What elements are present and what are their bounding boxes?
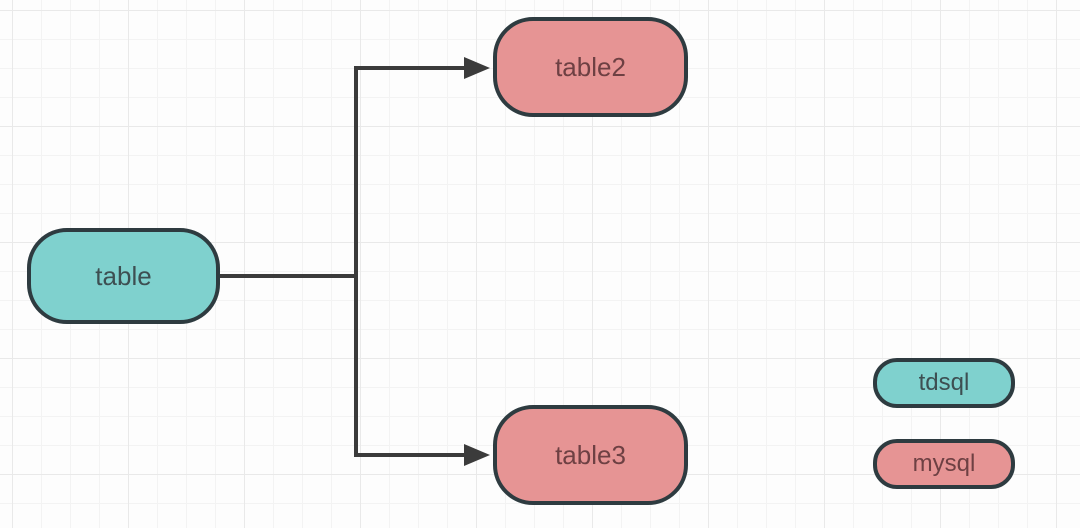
legend-tdsql: tdsql xyxy=(873,358,1015,408)
node-table2-label: table2 xyxy=(555,51,626,82)
node-table3: table3 xyxy=(493,405,688,505)
node-table-label: table xyxy=(95,260,152,291)
node-table3-label: table3 xyxy=(555,439,626,470)
node-table2: table2 xyxy=(493,17,688,117)
arrowhead-to-table2-icon xyxy=(464,57,490,79)
node-table: table xyxy=(27,228,220,324)
arrowhead-to-table3-icon xyxy=(464,444,490,466)
legend-tdsql-label: tdsql xyxy=(918,369,970,396)
legend-mysql: mysql xyxy=(873,439,1015,489)
legend-mysql-label: mysql xyxy=(912,450,976,477)
